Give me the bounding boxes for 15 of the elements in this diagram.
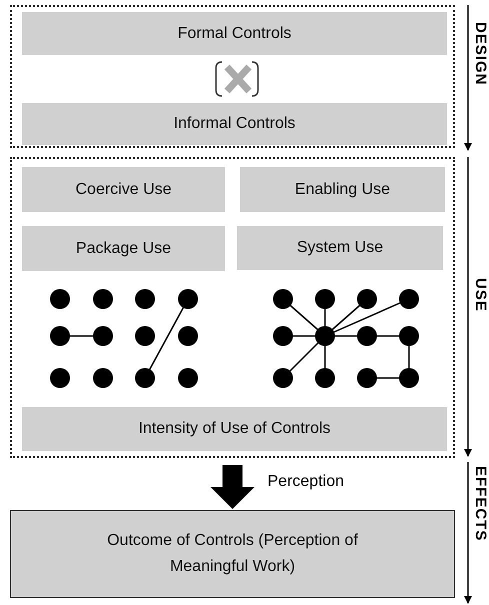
block-arrow [210,465,254,509]
process-box: Intensity of Use of Controls [22,407,447,451]
process-box: System Use [237,226,443,270]
design-group-box [10,5,455,148]
outcome-box: Outcome of Controls (Perception of Meaningful Work) [10,510,455,598]
process-box: Enabling Use [240,167,445,212]
stage-label: DESIGN [472,22,489,86]
stage-label: EFFECTS [472,466,489,542]
process-box: Coercive Use [22,167,225,212]
edge-label: Perception [268,472,344,490]
stage-label: USE [472,278,489,312]
use-group-box [10,157,455,458]
process-box: Package Use [22,226,225,271]
process-box: Formal Controls [22,12,447,55]
process-box: Informal Controls [22,103,447,145]
